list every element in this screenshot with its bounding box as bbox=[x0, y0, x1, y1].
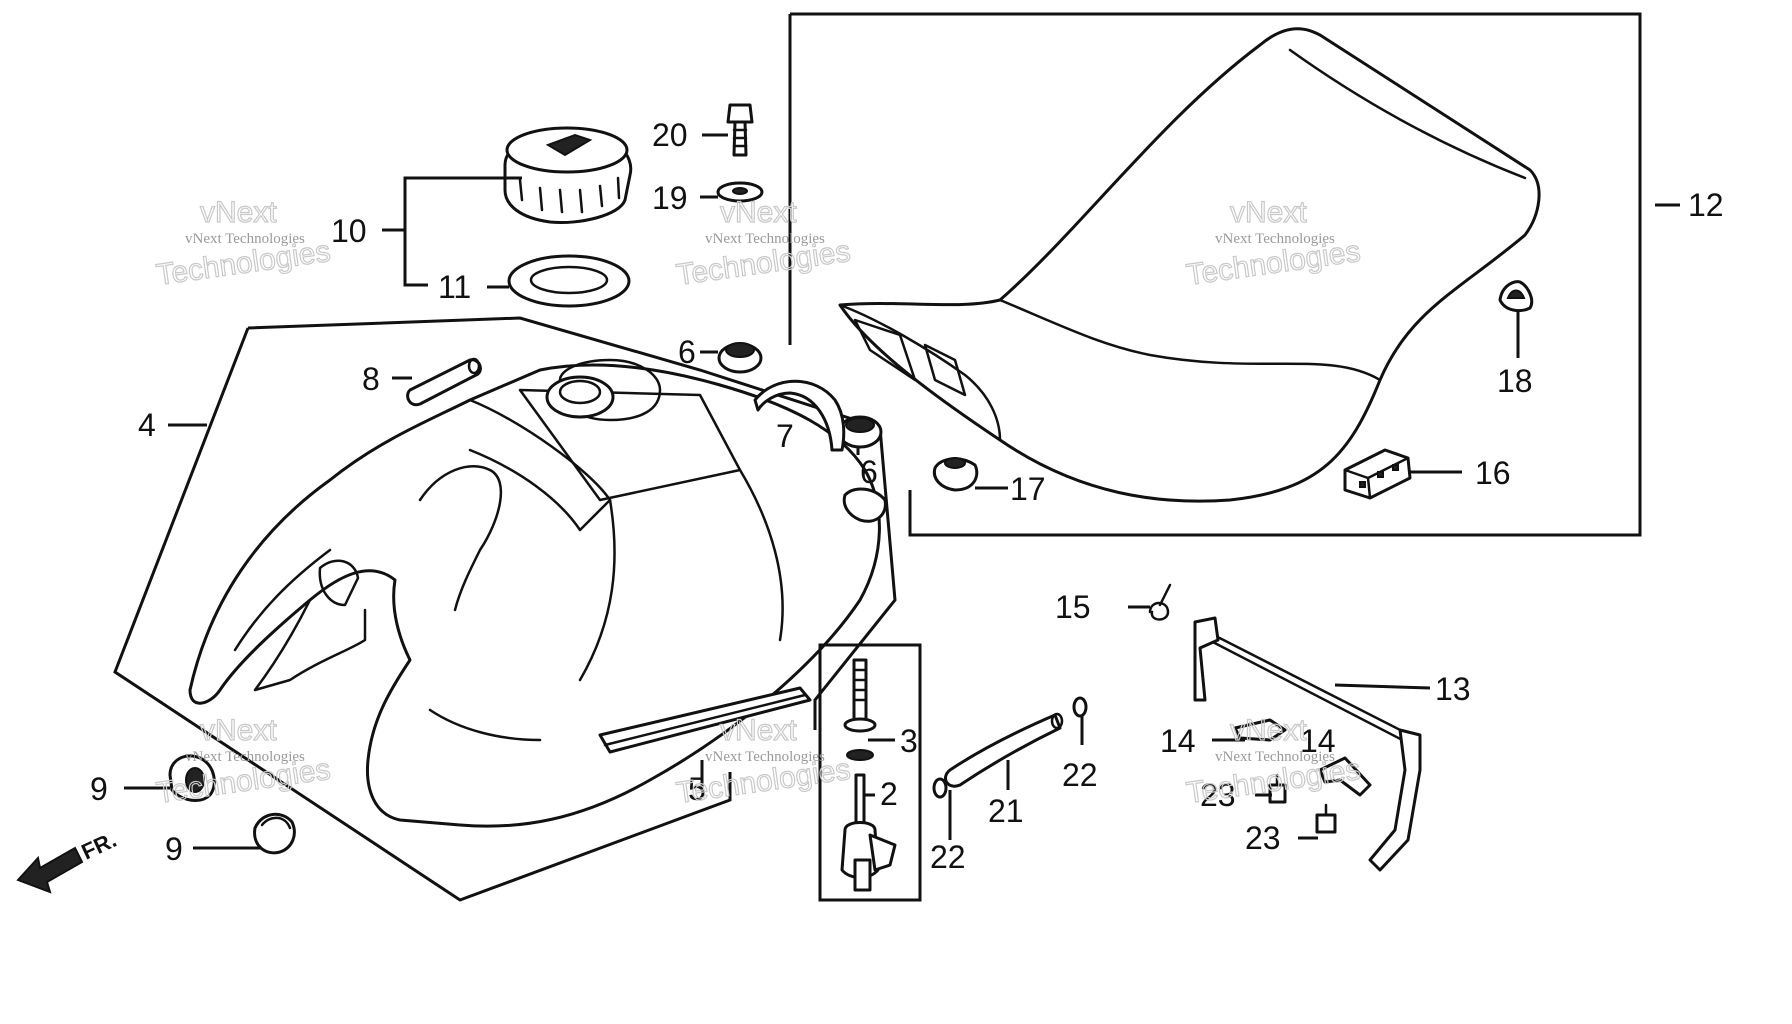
clip-part-22-right bbox=[1072, 696, 1088, 718]
callout-19: 19 bbox=[652, 180, 688, 216]
band-part-7 bbox=[753, 379, 846, 452]
callout-22-right: 22 bbox=[1062, 757, 1098, 793]
clip-part-22-left bbox=[932, 777, 948, 799]
front-arrow-label: FR. bbox=[78, 827, 121, 865]
svg-text:vNext: vNext bbox=[200, 714, 277, 747]
svg-text:vNext: vNext bbox=[1230, 196, 1307, 229]
cushion-part-6-top bbox=[717, 342, 763, 374]
callout-15: 15 bbox=[1055, 589, 1091, 625]
bolt-part-23-lower bbox=[1315, 803, 1337, 834]
plate-part-14-right bbox=[1318, 756, 1372, 797]
tube-part-8 bbox=[406, 357, 482, 407]
svg-text:vNext Technologies: vNext Technologies bbox=[705, 749, 825, 765]
callout-21: 21 bbox=[988, 793, 1024, 829]
callout-13: 13 bbox=[1435, 671, 1471, 707]
svg-text:vNext: vNext bbox=[720, 714, 797, 747]
watermark-2: vNext vNext Technologies Technologies bbox=[674, 195, 853, 292]
svg-text:vNext Technologies: vNext Technologies bbox=[1215, 749, 1335, 765]
callout-14-right: 14 bbox=[1300, 723, 1336, 759]
washer-part-19 bbox=[716, 181, 764, 203]
callout-14-left: 14 bbox=[1160, 723, 1196, 759]
callout-23-upper: 23 bbox=[1200, 777, 1236, 813]
plate-part-14-left bbox=[1233, 718, 1287, 742]
callout-10: 10 bbox=[331, 213, 367, 249]
callout-9-upper: 9 bbox=[90, 771, 108, 807]
callout-11: 11 bbox=[438, 269, 471, 305]
cap-gasket bbox=[507, 254, 631, 308]
mount-part-9-lower bbox=[253, 812, 296, 855]
cushion-part-18 bbox=[1498, 280, 1534, 313]
bolt-part-20 bbox=[726, 103, 754, 157]
leader-lines bbox=[124, 133, 1680, 850]
spring-part-15 bbox=[1148, 583, 1172, 621]
callout-23-lower: 23 bbox=[1245, 820, 1281, 856]
callout-6-right: 6 bbox=[860, 454, 878, 490]
svg-text:vNext: vNext bbox=[720, 196, 797, 229]
callout-22-left: 22 bbox=[930, 839, 966, 875]
svg-text:vNext Technologies: vNext Technologies bbox=[1215, 231, 1335, 247]
callout-6-top: 6 bbox=[678, 334, 696, 370]
callout-8: 8 bbox=[362, 361, 380, 397]
callout-4: 4 bbox=[138, 407, 156, 443]
watermark-6: vNext vNext Technologies Technologies bbox=[1184, 713, 1363, 810]
callout-5: 5 bbox=[688, 771, 706, 807]
svg-text:vNext Technologies: vNext Technologies bbox=[705, 231, 825, 247]
svg-text:vNext Technologies: vNext Technologies bbox=[185, 231, 305, 247]
fuel-tube-part-21 bbox=[944, 712, 1064, 788]
callout-16: 16 bbox=[1475, 455, 1511, 491]
svg-text:vNext Technologies: vNext Technologies bbox=[185, 749, 305, 765]
callout-labels: 20 19 10 11 6 8 4 7 6 12 18 17 16 15 13 … bbox=[90, 117, 1724, 875]
fuel-valve-group-box bbox=[818, 643, 922, 902]
callout-9-lower: 9 bbox=[165, 831, 183, 867]
callout-2: 2 bbox=[880, 776, 898, 812]
svg-text:vNext: vNext bbox=[200, 196, 277, 229]
strip-part-5 bbox=[598, 686, 812, 754]
mount-part-9-upper bbox=[168, 754, 216, 802]
watermark-1: vNext vNext Technologies Technologies bbox=[154, 195, 333, 292]
cushion-part-16 bbox=[1343, 448, 1412, 500]
seat-group-border bbox=[788, 12, 1642, 537]
fuel-cap bbox=[503, 126, 633, 225]
callout-3: 3 bbox=[900, 723, 918, 759]
cushion-part-17 bbox=[932, 457, 979, 492]
callout-18: 18 bbox=[1497, 363, 1533, 399]
callout-17: 17 bbox=[1010, 471, 1046, 507]
callout-12: 12 bbox=[1688, 187, 1724, 223]
callout-20: 20 bbox=[652, 117, 688, 153]
cushion-part-6-right bbox=[837, 415, 883, 449]
fuel-valve bbox=[840, 658, 897, 892]
seat-lock-bracket bbox=[1193, 616, 1422, 872]
seat bbox=[838, 27, 1541, 503]
svg-text:vNext: vNext bbox=[1230, 714, 1307, 747]
callout-7: 7 bbox=[776, 418, 794, 454]
front-direction-arrow: FR. bbox=[16, 827, 121, 894]
